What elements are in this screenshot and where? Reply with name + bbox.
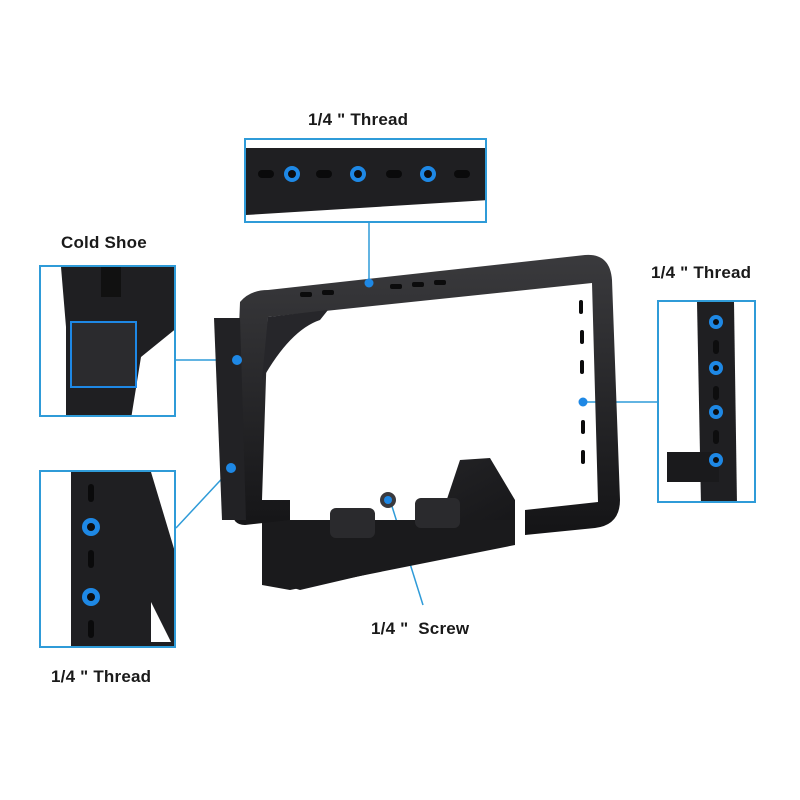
top-thread-hole [364,278,374,288]
label-bottom-left-thread: 1/4 " Thread [51,667,152,686]
diagonal-brace [262,310,328,380]
cage-frame [232,254,620,536]
label-screw: 1/4 " Screw [371,619,470,638]
cold-shoe-marker [232,355,242,365]
inset-cold-shoe [39,265,176,417]
inset-bottom-left-thread [39,470,176,648]
left-thread-hole [226,463,236,473]
left-rail [214,318,246,520]
top-slots [300,280,446,297]
label-right-thread: 1/4 " Thread [651,263,752,282]
plate-pad-left [330,508,375,538]
right-thread-hole [578,397,588,407]
label-top-thread: 1/4 " Thread [308,110,409,129]
right-slots [579,300,585,464]
screw-hole [384,496,392,504]
plate-pad-right [415,498,460,528]
label-cold-shoe: Cold Shoe [61,233,147,252]
inset-right-thread [657,300,756,503]
inset-top-thread [244,138,487,223]
